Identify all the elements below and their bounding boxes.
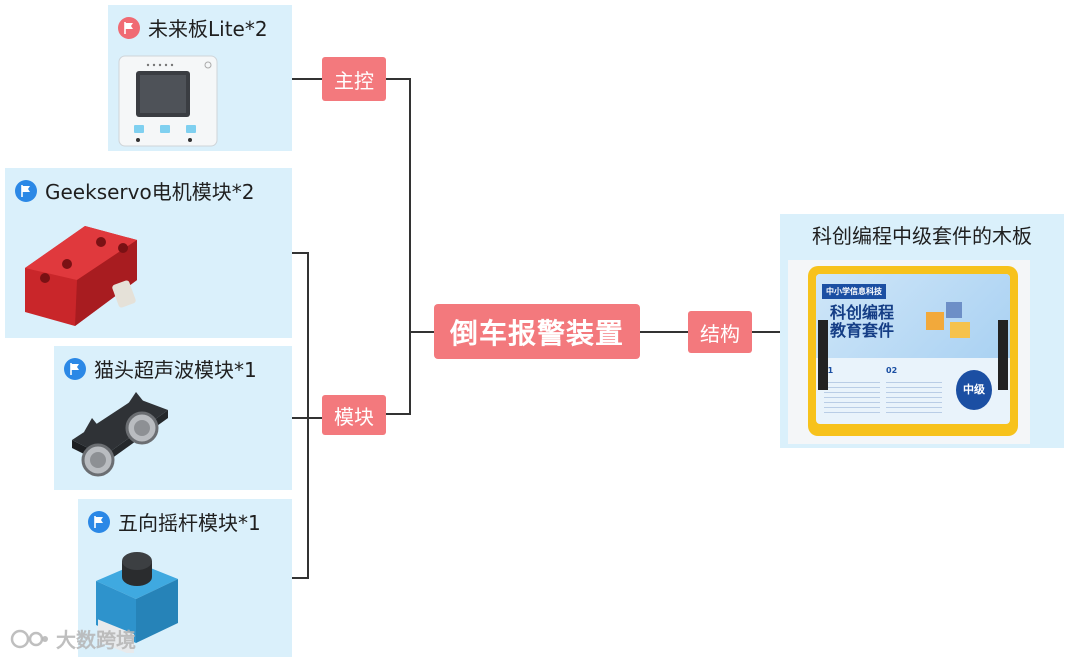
ultrasonic-sensor-image — [72, 392, 168, 477]
level-badge: 中级 — [956, 370, 992, 410]
card-future-board: 未来板Lite*2 — [108, 5, 292, 151]
flag-icon — [88, 510, 110, 533]
board-section-2: 02 — [886, 366, 898, 375]
joystick-module-image — [96, 552, 178, 653]
card-ultrasonic: 猫头超声波模块*1 — [54, 346, 292, 490]
card-title-geekservo: Geekservo电机模块*2 — [45, 180, 255, 204]
watermark-logo-icon — [10, 629, 48, 648]
kit-board-image: 中小学信息科技 科创编程 教育套件 01 02 中级 — [788, 260, 1030, 444]
watermark-text: 大数跨境 — [56, 628, 136, 652]
flag-icon — [64, 357, 86, 380]
card-title-joystick: 五向摇杆模块*1 — [118, 511, 261, 535]
root-node: 倒车报警装置 — [434, 304, 640, 359]
card-structure: 科创编程中级套件的木板 中小学信息科技 科创编程 教育套件 01 02 中级 — [780, 214, 1064, 448]
card-joystick: 五向摇杆模块*1 — [78, 499, 292, 657]
watermark: 大数跨境 — [10, 624, 136, 653]
card-title-ultrasonic: 猫头超声波模块*1 — [94, 358, 257, 382]
future-board-image — [118, 55, 218, 147]
branch-modules: 模块 — [322, 395, 386, 435]
flag-icon — [118, 16, 140, 39]
board-title-line1: 科创编程 — [830, 303, 895, 322]
card-title-future-board: 未来板Lite*2 — [148, 17, 268, 41]
board-title-line2: 教育套件 — [830, 321, 895, 340]
flag-icon — [15, 179, 37, 202]
card-title-structure: 科创编程中级套件的木板 — [812, 224, 1032, 248]
branch-main-control: 主控 — [322, 57, 386, 101]
board-header: 中小学信息科技 — [822, 284, 886, 299]
branch-structure: 结构 — [688, 311, 752, 353]
card-geekservo: Geekservo电机模块*2 — [5, 168, 292, 338]
servo-motor-image — [25, 226, 137, 326]
